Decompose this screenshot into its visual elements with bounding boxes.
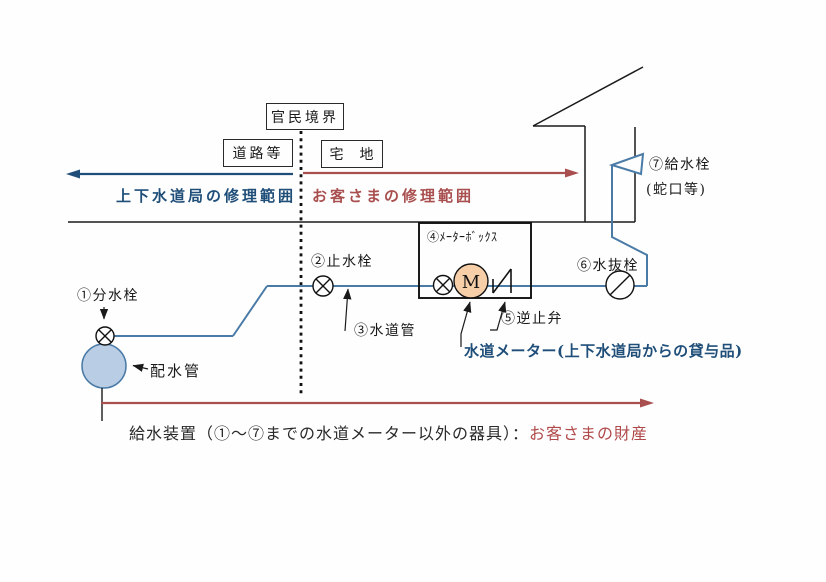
label-distribution-pipe: 配水管	[150, 362, 202, 380]
label-stop-valve: ②止水栓	[311, 254, 373, 270]
bureau-range-label: 上下水道局の修理範囲	[116, 187, 297, 205]
annotation-arrows	[99, 288, 507, 372]
branch-valve-symbol	[95, 326, 115, 346]
bottom-note-red: お客さまの財産	[529, 424, 649, 443]
meterbox-valve-symbol	[432, 274, 454, 296]
house-outline	[532, 66, 644, 222]
stop-valve-symbol	[312, 275, 334, 297]
bottom-note-black: 給水装置（①〜⑦までの水道メーター以外の器具）：	[129, 424, 530, 443]
label-check-valve: ⑤逆止弁	[501, 311, 563, 327]
label-faucet: ⑦給水栓	[649, 157, 711, 173]
label-branch-valve: ①分水栓	[77, 288, 139, 304]
meter-note-label: 水道メーター(上下水道局からの貸与品)	[464, 342, 743, 360]
label-water-pipe: ③水道管	[354, 323, 416, 339]
drain-valve-symbol	[605, 270, 635, 300]
distribution-pipe-symbol	[81, 343, 127, 389]
faucet-symbol	[608, 152, 645, 176]
arrow-to-water-pipe	[343, 288, 352, 332]
customer-range-arrow	[303, 168, 579, 178]
water-meter-symbol: M	[453, 263, 489, 299]
meter-m-letter: M	[462, 272, 480, 293]
arrow-to-check-valve	[490, 301, 507, 331]
label-faucet-sub: (蛇口等)	[646, 182, 707, 198]
label-meter-box: ④ﾒｰﾀｰﾎﾞｯｸｽ	[427, 230, 498, 244]
arrow-to-distribution-pipe	[132, 363, 149, 372]
road-heading-box: 道路等	[223, 139, 293, 167]
land-heading-box: 宅 地	[321, 140, 383, 168]
arrow-to-meter	[460, 301, 472, 347]
boundary-heading-box: 官民境界	[266, 103, 344, 130]
bureau-range-arrow	[66, 169, 293, 179]
label-drain-valve: ⑥水抜栓	[577, 258, 639, 274]
customer-range-label: お客さまの修理範囲	[312, 187, 475, 205]
customer-property-arrow	[101, 398, 654, 408]
check-valve-symbol	[492, 268, 512, 294]
bottom-note: 給水装置（①〜⑦までの水道メーター以外の器具）：お客さまの財産	[129, 424, 649, 443]
